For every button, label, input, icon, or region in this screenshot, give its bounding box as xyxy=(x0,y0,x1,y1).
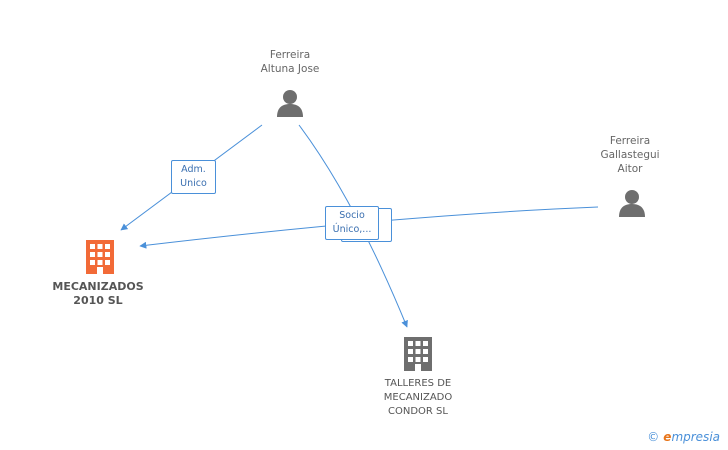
empresia-logo[interactable]: © empresia xyxy=(647,430,720,444)
company-name-line: 2010 SL xyxy=(73,294,123,307)
building-icon-talleres[interactable] xyxy=(404,337,432,371)
person-icon-gallastegui[interactable] xyxy=(619,190,645,217)
brand-initial: e xyxy=(663,430,672,444)
person-name-line: Aitor xyxy=(617,163,643,175)
person-name-line: Gallastegui xyxy=(600,149,660,161)
person-name-line: Ferreira xyxy=(609,135,651,147)
company-label-talleres[interactable]: TALLERES DE MECANIZADO CONDOR SL xyxy=(358,377,478,419)
relation-line: Adm. xyxy=(181,164,206,175)
relation-label-adm-unico[interactable]: Adm. Unico xyxy=(171,160,216,194)
person-name-line: Ferreira xyxy=(269,49,311,61)
copyright-symbol: © xyxy=(647,430,660,444)
company-name-line: MECANIZADO xyxy=(383,392,453,403)
company-name-line: TALLERES DE xyxy=(384,378,452,389)
building-icon-mecanizados[interactable] xyxy=(86,240,114,274)
relation-line: Unico xyxy=(180,178,207,189)
brand-name: mpresia xyxy=(671,430,720,444)
person-label-altuna[interactable]: Ferreira Altuna Jose xyxy=(240,48,340,76)
relation-line: Único,... xyxy=(332,224,372,235)
company-name-line: CONDOR SL xyxy=(388,406,448,417)
company-label-mecanizados[interactable]: MECANIZADOS 2010 SL xyxy=(38,280,158,308)
person-icon-altuna[interactable] xyxy=(277,90,303,117)
relation-line: Socio xyxy=(339,210,365,221)
company-name-line: MECANIZADOS xyxy=(52,280,144,293)
person-name-line: Altuna Jose xyxy=(260,63,320,75)
relation-label-socio-unico[interactable]: Socio Único,... xyxy=(325,206,379,240)
person-label-gallastegui[interactable]: Ferreira Gallastegui Aitor xyxy=(580,134,680,176)
